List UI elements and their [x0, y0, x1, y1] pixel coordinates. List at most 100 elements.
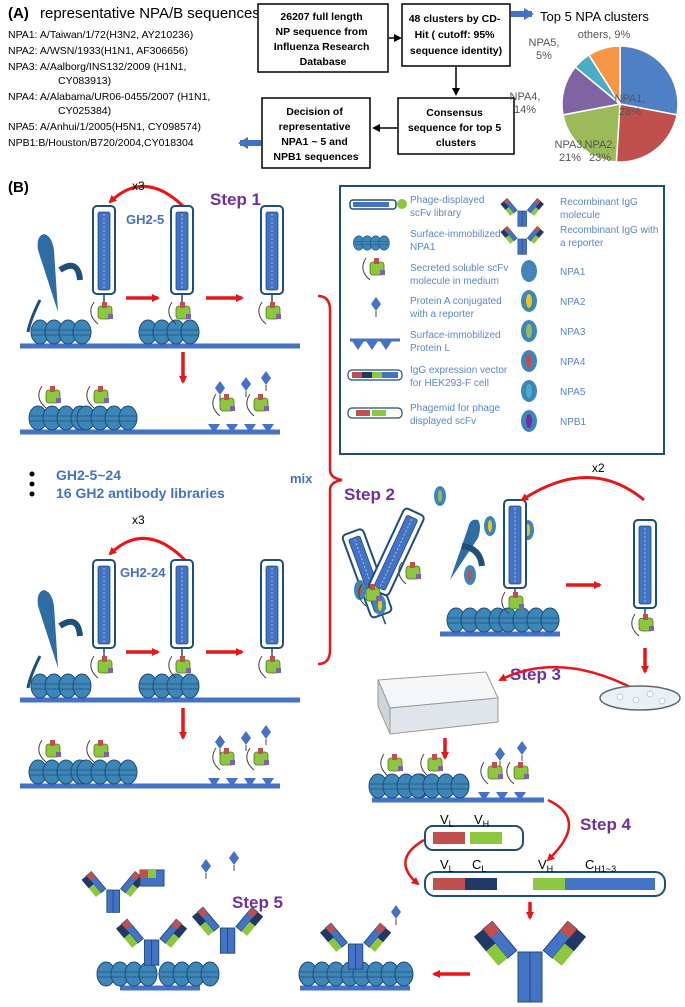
legend-icons: [347, 198, 545, 419]
legend-left-6-0: Phagemid for phage: [410, 403, 501, 414]
legend-left-6-1: displayed scFv: [410, 416, 476, 427]
igg-expression-vector: [424, 871, 666, 897]
step4-label: Step 4: [580, 815, 632, 834]
phagemid-vh-label: VH: [474, 812, 489, 829]
np-step5-2: [158, 961, 220, 987]
scfv-top-1: [90, 301, 114, 325]
pie-slice-1: [615, 103, 678, 163]
scfv-step3-4: [506, 761, 530, 785]
sequence-npa5: NPA5: A/Anhui/1/2005(H5N1, CY098574): [8, 121, 201, 133]
scfv-bottom-3: [258, 655, 282, 679]
pipette-icon-top: [26, 234, 83, 333]
libraries-line2: 16 GH2 antibody libraries: [56, 485, 225, 501]
sequence-npa1: NPA1: A/Taiwan/1/72(H3N2, AY210236): [8, 29, 193, 41]
legend-left-1-0: Surface-immobilized: [410, 229, 501, 240]
arrow-to-vector: [404, 838, 425, 886]
arrow-plate-to-block: [498, 665, 637, 692]
dot-2: [29, 481, 35, 487]
phage-top-3: [260, 205, 284, 305]
legend-left-4-1: Protein L: [410, 343, 450, 354]
sequence-list: NPA1: A/Taiwan/1/72(H3N2, AY210236) NPA2…: [8, 29, 210, 149]
igg-step5-3: [81, 871, 146, 913]
x3-bottom: x3: [132, 513, 145, 527]
sequence-npb1: NPB1:B/Houston/B720/2004,CY018304: [8, 137, 194, 149]
legend-np-icons: [521, 260, 537, 432]
scfv-bottom-1: [90, 655, 114, 679]
pie-label-5: others, 9%: [578, 29, 631, 41]
box-consensus-text: Consensus sequence for top 5 clusters: [408, 107, 504, 149]
vector-cl-label: CL: [472, 857, 486, 874]
igg-step5-1: [115, 918, 188, 966]
cycle-arrow-step2: [520, 476, 645, 502]
mixed-phages: [340, 486, 534, 629]
pie-label-3: NPA4,14%: [510, 91, 541, 116]
np-step3-2: [408, 773, 470, 799]
phage-step2: [503, 499, 527, 599]
box-clusters: [401, 3, 511, 67]
sequence-npa2: NPA2: A/WSN/1933(H1N1, AF306656): [8, 45, 188, 57]
phage-top-2: [170, 205, 194, 305]
reporter-top-3: [260, 370, 272, 392]
legend-right-0-0: Recombinant IgG: [560, 197, 638, 208]
box-full-length-np: [257, 3, 389, 73]
pie-label-0: NPA1,28%: [615, 93, 646, 118]
sequence-npa4: NPA4: A/Alabama/UR06-0455/2007 (H1N1,: [8, 91, 210, 103]
legend-left-3-0: Protein A conjugated: [410, 296, 502, 307]
reporter-step5-2: [228, 850, 240, 872]
mix-brace: [317, 294, 343, 666]
sequence-npa3-cont: CY083913): [58, 75, 111, 87]
box-consensus: [397, 97, 515, 155]
legend-right-1-1: a reporter: [560, 238, 604, 249]
phage-bottom-1: [92, 559, 116, 659]
panel-b-label: (B): [8, 179, 29, 196]
x2-label: x2: [592, 461, 605, 475]
scfv-step3-1: [380, 753, 404, 777]
np-screen-bottom-2: [76, 759, 138, 785]
np-bottom-2: [138, 673, 200, 699]
legend-right-7-0: NPB1: [560, 417, 587, 428]
pie-label-4: NPA5,5%: [529, 37, 560, 62]
reporter-step5-3: [390, 904, 402, 926]
phagemid-vector: [424, 825, 524, 851]
box-full-length-np-text: 26207 full length NP sequence from Influ…: [274, 11, 373, 68]
np-bottom-1: [30, 673, 92, 699]
box-decision: [261, 97, 371, 169]
step2-label: Step 2: [344, 485, 395, 504]
pie-label-2: NPA3,21%: [555, 139, 586, 164]
dot-3: [29, 491, 35, 497]
scfv-protl-top-2: [246, 393, 270, 417]
pie-slice-5: [587, 45, 621, 107]
scfv-screen-bottom-1: [38, 739, 62, 763]
pie-slice-0: [619, 45, 679, 116]
legend-right-2-0: NPA1: [560, 267, 586, 278]
legend-left-3-1: with a reporter: [409, 309, 475, 320]
legend-left-5-1: for HEK293-F cell: [410, 378, 489, 389]
legend-right-0-1: molecule: [560, 210, 600, 221]
x3-top: x3: [132, 179, 145, 193]
phage-top-1: [92, 205, 116, 305]
box-decision-text: Decision of representative NPA1 ~ 5 and …: [273, 106, 358, 163]
pie-slice-2: [562, 103, 621, 163]
petri-dish-icon: [599, 685, 681, 711]
box-clusters-text: 48 clusters by CD- Hit ( cutoff: 95% seq…: [409, 13, 504, 57]
phagemid-vl-label: VL: [440, 812, 454, 829]
legend-left-2-1: molecule in medium: [410, 276, 499, 287]
libraries-line1: GH2-5~24: [56, 467, 121, 483]
np-top-2: [138, 319, 200, 345]
step3-label: Step 3: [510, 665, 561, 684]
legend-left-1-1: NPA1: [410, 242, 436, 253]
phage-bottom-3: [260, 559, 284, 659]
scfv-protl-bottom-1: [212, 747, 236, 771]
legend-right-4-0: NPA3: [560, 327, 586, 338]
mix-label: mix: [290, 471, 313, 486]
legend-right-6-0: NPA5: [560, 387, 586, 398]
scfv-top-3: [258, 301, 282, 325]
legend-left-0-0: Phage-displayed: [410, 195, 485, 206]
sequence-npa4-cont: CY025384): [58, 105, 111, 117]
gh2-5-label: GH2-5: [126, 212, 164, 227]
reporter-step3-2: [516, 740, 528, 762]
np-screen-top-2: [76, 405, 138, 431]
legend-left-5-0: IgG expression vector: [410, 365, 508, 376]
